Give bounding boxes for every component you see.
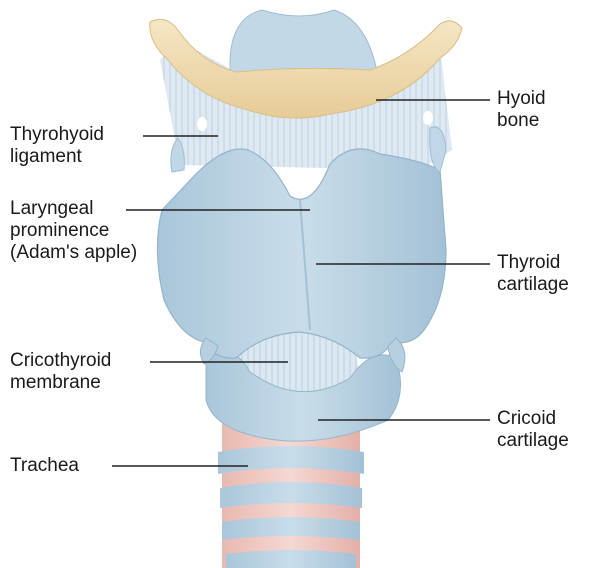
- label-laryngeal-line1: Laryngeal: [10, 198, 137, 220]
- label-thyrohyoid-line1: Thyrohyoid: [10, 124, 104, 146]
- thyroid-cartilage-shape: [157, 149, 446, 358]
- label-thyrohyoid-line2: ligament: [10, 146, 104, 168]
- label-cricoid-line2: cartilage: [497, 430, 569, 452]
- label-thyroid-cartilage: Thyroid cartilage: [497, 252, 569, 296]
- label-hyoid-line2: bone: [497, 110, 546, 132]
- label-laryngeal-line2: prominence: [10, 220, 137, 242]
- label-thyrohyoid-ligament: Thyrohyoid ligament: [10, 124, 104, 168]
- label-thyroid-line2: cartilage: [497, 274, 569, 296]
- label-cricothyroid-membrane: Cricothyroid membrane: [10, 350, 111, 394]
- label-cricoid-cartilage: Cricoid cartilage: [497, 408, 569, 452]
- label-cricothyroid-line2: membrane: [10, 372, 111, 394]
- label-cricothyroid-line1: Cricothyroid: [10, 350, 111, 372]
- label-hyoid-bone: Hyoid bone: [497, 88, 546, 132]
- label-thyroid-line1: Thyroid: [497, 252, 569, 274]
- label-cricoid-line1: Cricoid: [497, 408, 569, 430]
- label-laryngeal-prominence: Laryngeal prominence (Adam's apple): [10, 198, 137, 264]
- label-trachea-line1: Trachea: [10, 455, 79, 477]
- label-laryngeal-line3: (Adam's apple): [10, 242, 137, 264]
- label-trachea: Trachea: [10, 455, 79, 477]
- label-hyoid-line1: Hyoid: [497, 88, 546, 110]
